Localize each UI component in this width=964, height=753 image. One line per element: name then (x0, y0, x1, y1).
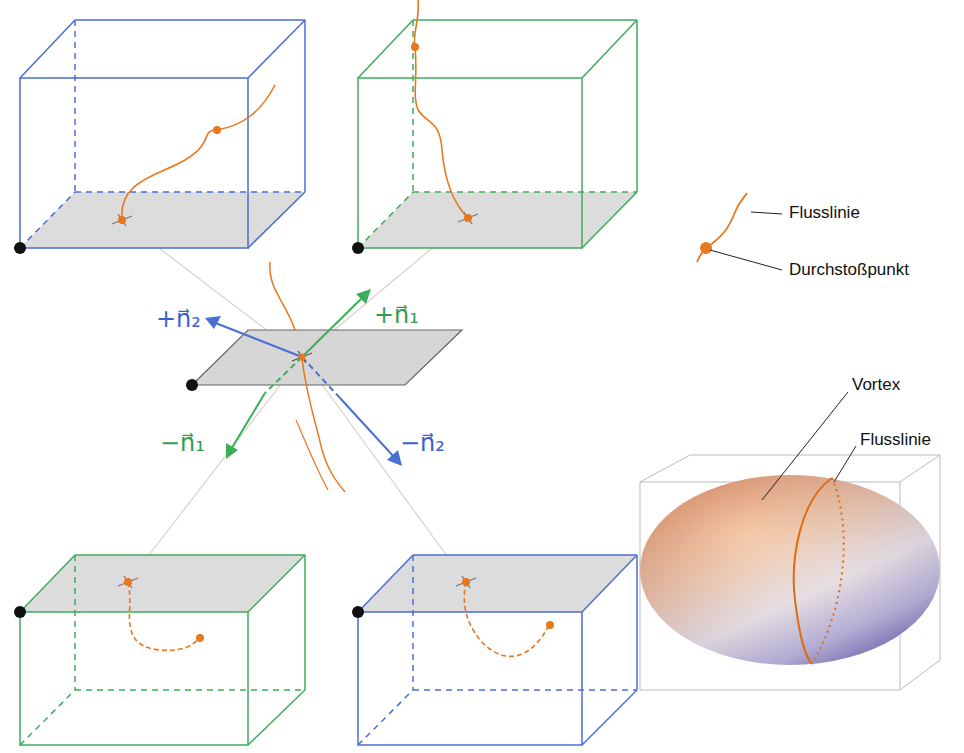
legend-label: Flusslinie (789, 203, 860, 223)
normal-label: +n⃗₂ (156, 306, 201, 334)
normal-label: −n⃗₂ (400, 430, 445, 458)
cube (14, 20, 305, 254)
cube (352, 0, 637, 254)
legend-label: Durchstoßpunkt (789, 260, 909, 280)
figure-label: Flusslinie (860, 430, 931, 450)
legend-sample (697, 193, 782, 270)
figure-label: Vortex (852, 375, 900, 395)
central-plane (186, 262, 462, 492)
normal-label: +n⃗₁ (374, 302, 419, 330)
projection-line (122, 218, 468, 582)
cube (352, 555, 637, 745)
normal-label: −n⃗₁ (160, 430, 205, 458)
vortex-figure (640, 392, 940, 690)
cube (14, 555, 305, 745)
